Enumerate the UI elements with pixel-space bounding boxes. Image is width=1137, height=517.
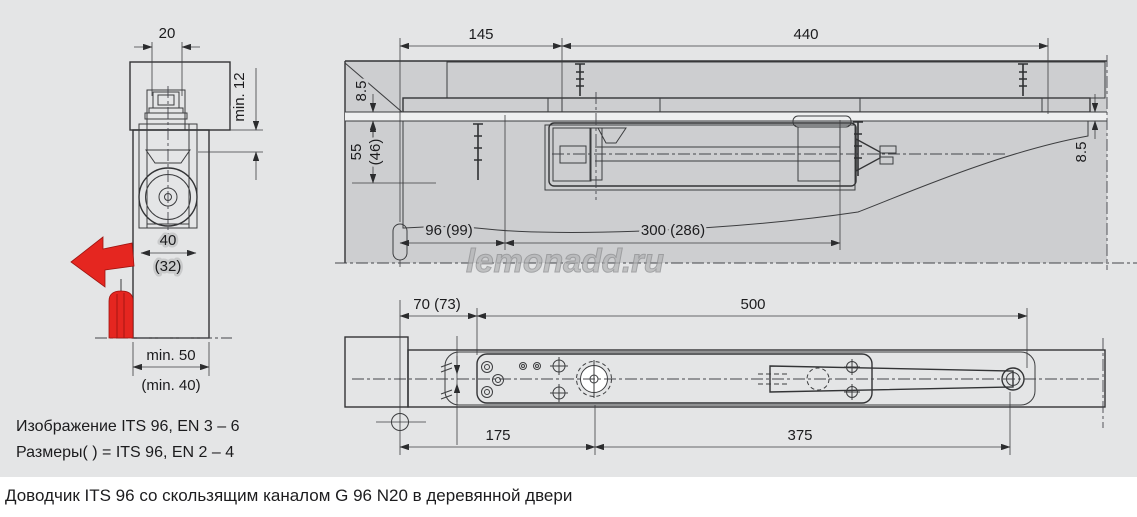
opening-direction-arrow-icon bbox=[70, 236, 135, 288]
dim-gap-left: 8.5 bbox=[353, 81, 370, 102]
view-note-line2: Размеры( ) = ITS 96, EN 2 – 4 bbox=[16, 444, 234, 461]
corner-chamfer-line bbox=[344, 62, 403, 113]
figure-title: Доводчик ITS 96 со скользящим каналом G … bbox=[5, 486, 572, 505]
door-gap-strip bbox=[345, 112, 1107, 121]
dim-plate-length: 500 bbox=[740, 296, 765, 313]
door-handle-marker bbox=[108, 279, 134, 339]
section-base bbox=[345, 61, 1107, 263]
dim-slot-width: 20 bbox=[159, 25, 176, 42]
dim-frame-overlap: min. 12 bbox=[231, 72, 248, 121]
dim-door-thickness: min. 50 bbox=[146, 347, 195, 364]
watermark-text: lemonadd.ru bbox=[466, 242, 664, 279]
slide-arm bbox=[769, 365, 1014, 393]
dim-pivot-distance: 175 bbox=[485, 427, 510, 444]
dim-edge-offset: 70 (73) bbox=[413, 296, 461, 313]
dim-arm-distance: 375 bbox=[787, 427, 812, 444]
dim-body-slot-width: 40 bbox=[160, 232, 177, 249]
slider-roller bbox=[144, 91, 188, 120]
dim-door-thickness-alt: (min. 40) bbox=[141, 377, 200, 394]
dim-body-slot-width-alt: (32) bbox=[155, 258, 182, 275]
dim-gap-right: 8.5 bbox=[1073, 142, 1090, 163]
dim-body-length: 300 (286) bbox=[641, 222, 705, 239]
view-note-line1: Изображение ITS 96, EN 3 – 6 bbox=[16, 418, 240, 435]
door-leaf-section bbox=[132, 129, 210, 339]
dim-body-depth-alt: (46) bbox=[367, 139, 384, 166]
dim-body-depth: 55 bbox=[348, 144, 365, 161]
dim-channel-length: 440 bbox=[793, 26, 818, 43]
horizontal-section-view: 145 440 8.5 55 (46) 8.5 96 (99) 300 (286… bbox=[335, 24, 1137, 270]
equal-margin-marks bbox=[440, 336, 461, 445]
door-wood-cutaway bbox=[402, 120, 1089, 233]
plate-holes bbox=[481, 357, 860, 402]
screw-icon bbox=[473, 63, 1028, 180]
vertical-section-view: 20 min. 12 40 (32) min. 50 (min. 40) bbox=[70, 23, 263, 397]
milled-recess bbox=[444, 351, 1036, 406]
caption-band bbox=[0, 477, 1137, 517]
mounting-plate bbox=[476, 353, 873, 404]
dim-hinge-offset: 145 bbox=[468, 26, 493, 43]
dim-pivot-offset: 96 (99) bbox=[425, 222, 473, 239]
door-strip-plan bbox=[407, 349, 1106, 408]
plan-view: 70 (73) 500 175 375 bbox=[344, 294, 1106, 455]
